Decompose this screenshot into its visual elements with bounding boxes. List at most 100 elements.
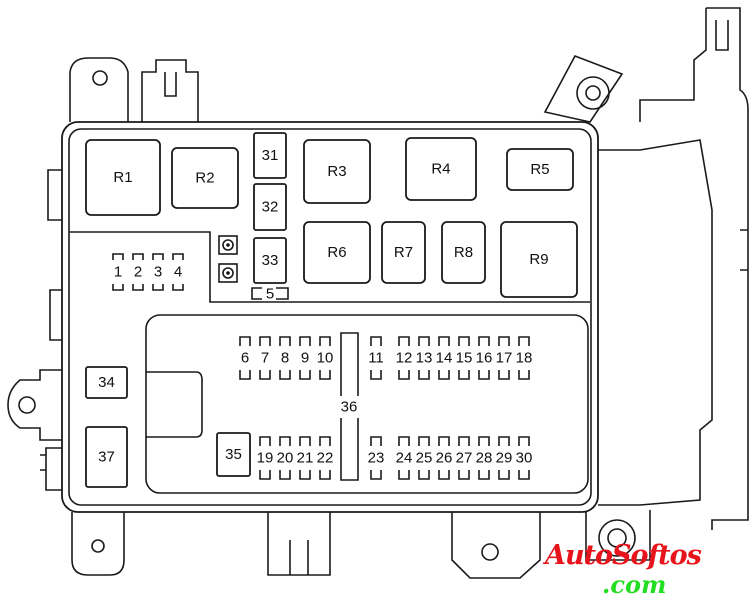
fuse-21: 21	[297, 436, 314, 480]
relay-r4-label: R4	[431, 161, 450, 178]
fuse-36-outline	[340, 332, 359, 481]
fuse-3-label: 3	[154, 264, 162, 281]
fuse-24: 24	[396, 436, 412, 480]
fuse-20-outline	[279, 436, 291, 480]
fuse-33-label: 33	[262, 252, 279, 269]
fuse-26-label: 26	[436, 450, 453, 467]
fuse-8-label: 8	[281, 350, 289, 367]
fuse-11: 11	[368, 336, 384, 380]
relay-r4: R4	[405, 137, 477, 201]
relay-r5-outline	[506, 148, 574, 191]
fuse-16: 16	[476, 336, 493, 380]
fuse-22: 22	[317, 436, 334, 480]
fuse-16-label: 16	[476, 350, 493, 367]
relay-r8: R8	[441, 221, 486, 284]
fuse-3-outline	[152, 253, 164, 291]
fuse-11-outline	[370, 336, 382, 380]
fuse-15: 15	[456, 336, 473, 380]
fuse-37-outline	[85, 426, 128, 488]
fuse-20-label: 20	[277, 450, 294, 467]
fuse-18-label: 18	[516, 350, 533, 367]
fuse-28-outline	[478, 436, 490, 480]
connector-symbols	[218, 235, 238, 283]
fuse-36: 36	[340, 332, 359, 481]
fuse-17-outline	[498, 336, 510, 380]
fuse-24-outline	[398, 436, 410, 480]
relay-r1-outline	[85, 139, 161, 216]
fuse-30: 30	[516, 436, 533, 480]
fuse-33-outline	[253, 237, 287, 284]
fuse-37: 37	[85, 426, 128, 488]
fuse-15-label: 15	[456, 350, 473, 367]
relay-r8-label: R8	[454, 244, 473, 261]
fuse-29-label: 29	[496, 450, 513, 467]
relay-r6: R6	[303, 221, 371, 284]
fuse-35: 35	[216, 432, 251, 477]
fuse-13-label: 13	[416, 350, 433, 367]
fuse-22-label: 22	[317, 450, 334, 467]
fuse-26-outline	[438, 436, 450, 480]
relay-r8-outline	[441, 221, 486, 284]
fuse-27-outline	[458, 436, 470, 480]
fuse-30-label: 30	[516, 450, 533, 467]
fuse-10-label: 10	[317, 350, 334, 367]
fuse-35-label: 35	[225, 446, 242, 463]
relay-r6-label: R6	[327, 244, 346, 261]
relay-r3-label: R3	[327, 163, 346, 180]
relay-r5-label: R5	[530, 161, 549, 178]
fuse-6-label: 6	[241, 350, 249, 367]
fuse-18-outline	[518, 336, 530, 380]
fuse-21-label: 21	[297, 450, 314, 467]
fuse-2: 2	[132, 253, 144, 291]
fuse-25: 25	[416, 436, 432, 480]
fuse-32-outline	[253, 183, 287, 231]
fuse-9: 9	[299, 336, 311, 380]
fuse-19-outline	[259, 436, 271, 480]
fuse-18: 18	[516, 336, 533, 380]
fuse-9-outline	[299, 336, 311, 380]
fuse-13-outline	[418, 336, 430, 380]
housing-outline	[7, 7, 749, 579]
relay-r2: R2	[171, 147, 239, 209]
fuse-27-label: 27	[456, 450, 473, 467]
fuse-32-label: 32	[262, 199, 279, 216]
fuse-4: 4	[172, 253, 184, 291]
fuse-20: 20	[277, 436, 294, 480]
relay-r9-outline	[500, 221, 578, 298]
fuse-6: 6	[239, 336, 251, 380]
fuse-17-label: 17	[496, 350, 513, 367]
fuse-14-outline	[438, 336, 450, 380]
fuse-8: 8	[279, 336, 291, 380]
relay-r9: R9	[500, 221, 578, 298]
fuse-31: 31	[253, 132, 287, 179]
fuse-4-label: 4	[174, 264, 182, 281]
fuse-31-label: 31	[262, 147, 279, 164]
fuse-32: 32	[253, 183, 287, 231]
relay-r9-label: R9	[529, 251, 548, 268]
watermark-domain: .com	[602, 570, 667, 599]
fuse-30-outline	[518, 436, 530, 480]
fuse-17: 17	[496, 336, 513, 380]
fuse-2-label: 2	[134, 264, 142, 281]
relay-r1: R1	[85, 139, 161, 216]
fuse-12-label: 12	[396, 350, 413, 367]
fuse-23: 23	[368, 436, 384, 480]
fuse-5: 5	[251, 286, 289, 303]
relay-r3-outline	[303, 139, 371, 204]
fuse-7: 7	[259, 336, 271, 380]
fuse-37-label: 37	[98, 449, 115, 466]
fuse-35-outline	[216, 432, 251, 477]
fuse-27: 27	[456, 436, 473, 480]
fuse-7-outline	[259, 336, 271, 380]
fuse-13: 13	[416, 336, 433, 380]
fuse-7-label: 7	[261, 350, 269, 367]
fuse-28-label: 28	[476, 450, 493, 467]
fuse-3: 3	[152, 253, 164, 291]
fuse-21-outline	[299, 436, 311, 480]
fuse-34-label: 34	[98, 374, 115, 391]
fuse-22-outline	[319, 436, 331, 480]
fuse-9-label: 9	[301, 350, 309, 367]
fuse-12: 12	[396, 336, 413, 380]
relay-r7-label: R7	[394, 244, 413, 261]
